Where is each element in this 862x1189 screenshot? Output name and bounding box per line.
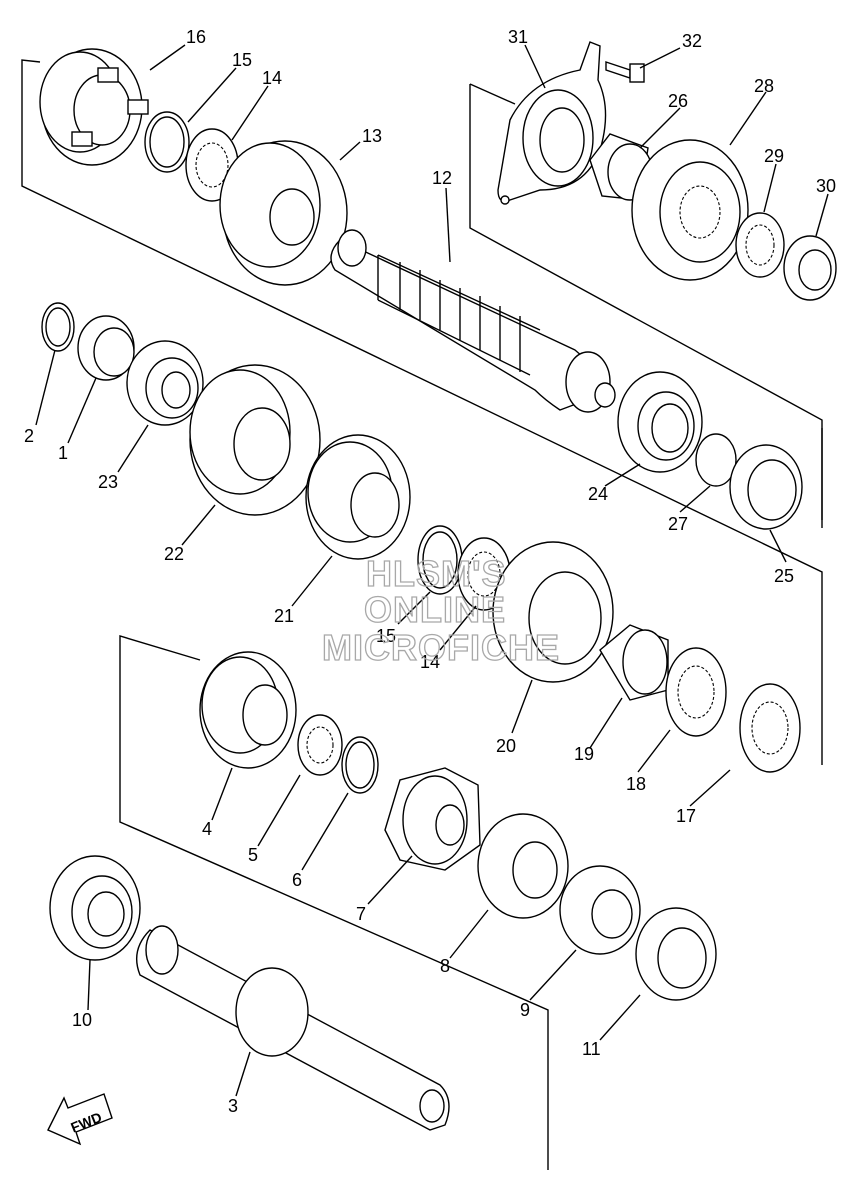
- callout-7: 7: [356, 904, 366, 924]
- lock-washer-29: [735, 212, 785, 278]
- circlip-15-top: [144, 111, 190, 173]
- gear-16: [39, 48, 149, 166]
- callout-32: 32: [682, 31, 702, 51]
- callout-15-middle: 15: [376, 626, 396, 646]
- callout-27: 27: [668, 514, 688, 534]
- washer-18: [665, 647, 727, 737]
- callout-12: 12: [432, 168, 452, 188]
- collar-1: [77, 315, 135, 381]
- callout-28: 28: [754, 76, 774, 96]
- callout-2: 2: [24, 426, 34, 446]
- bearing-11: [635, 907, 717, 1001]
- callout-labels: 16 15 14 13 12 31 32 26 28 29 30 2 1 23 …: [24, 27, 836, 1116]
- callout-5: 5: [248, 845, 258, 865]
- nut-30: [783, 235, 837, 301]
- main-axle-12: [330, 229, 616, 413]
- watermark-line-2: ONLINE: [364, 589, 506, 630]
- bearing-10: [49, 855, 141, 961]
- callout-3: 3: [228, 1096, 238, 1116]
- gear-9: [559, 865, 641, 955]
- callout-29: 29: [764, 146, 784, 166]
- callout-4: 4: [202, 819, 212, 839]
- bearing-23: [126, 340, 204, 426]
- callout-14-top: 14: [262, 68, 282, 88]
- gear-7: [384, 767, 481, 871]
- watermark-line-3: MICROFICHE: [322, 627, 560, 668]
- callout-14-middle: 14: [420, 652, 440, 672]
- callout-26: 26: [668, 91, 688, 111]
- middle-group-frame: [119, 635, 549, 1170]
- gear-4: [199, 651, 297, 769]
- callout-8: 8: [440, 956, 450, 976]
- callout-13: 13: [362, 126, 382, 146]
- callout-19: 19: [574, 744, 594, 764]
- bolt-32: [605, 61, 645, 83]
- callout-23: 23: [98, 472, 118, 492]
- callout-18: 18: [626, 774, 646, 794]
- circlip-6: [341, 736, 379, 794]
- callout-6: 6: [292, 870, 302, 890]
- callout-16: 16: [186, 27, 206, 47]
- callout-11: 11: [582, 1039, 601, 1059]
- circlip-2: [41, 302, 75, 352]
- callout-30: 30: [816, 176, 836, 196]
- callout-24: 24: [588, 484, 608, 504]
- washer-5: [297, 714, 343, 776]
- drive-axle-3: [136, 925, 450, 1131]
- gear-20: [492, 541, 614, 683]
- gear-13: [219, 140, 348, 286]
- drive-axle-group-frame: [469, 83, 823, 520]
- bearing-24: [617, 371, 703, 473]
- leader-lines: [35, 44, 829, 1097]
- washer-17: [739, 683, 801, 773]
- callout-20: 20: [496, 736, 516, 756]
- callout-15-top: 15: [232, 50, 252, 70]
- sprocket-28: [631, 139, 749, 281]
- gear-22: [189, 364, 321, 516]
- o-ring-27: [695, 433, 737, 487]
- callout-31: 31: [508, 27, 528, 47]
- callout-1: 1: [58, 443, 68, 463]
- callout-22: 22: [164, 544, 184, 564]
- callout-17: 17: [676, 806, 696, 826]
- watermark: HLSM'S ONLINE MICROFICHE: [321, 552, 560, 668]
- washer-14-middle: [457, 537, 511, 611]
- callout-9: 9: [520, 1000, 530, 1020]
- bearing-plate-31: [497, 41, 607, 205]
- callout-10: 10: [72, 1010, 92, 1030]
- callout-21: 21: [274, 606, 294, 626]
- fwd-arrow-icon: FWD: [47, 1093, 113, 1146]
- watermark-line-1: HLSM'S: [366, 553, 507, 594]
- gear-8: [477, 813, 569, 919]
- bushing-19: [599, 624, 669, 701]
- callout-25: 25: [774, 566, 794, 586]
- gear-21: [305, 434, 411, 560]
- oil-seal-25: [729, 444, 803, 530]
